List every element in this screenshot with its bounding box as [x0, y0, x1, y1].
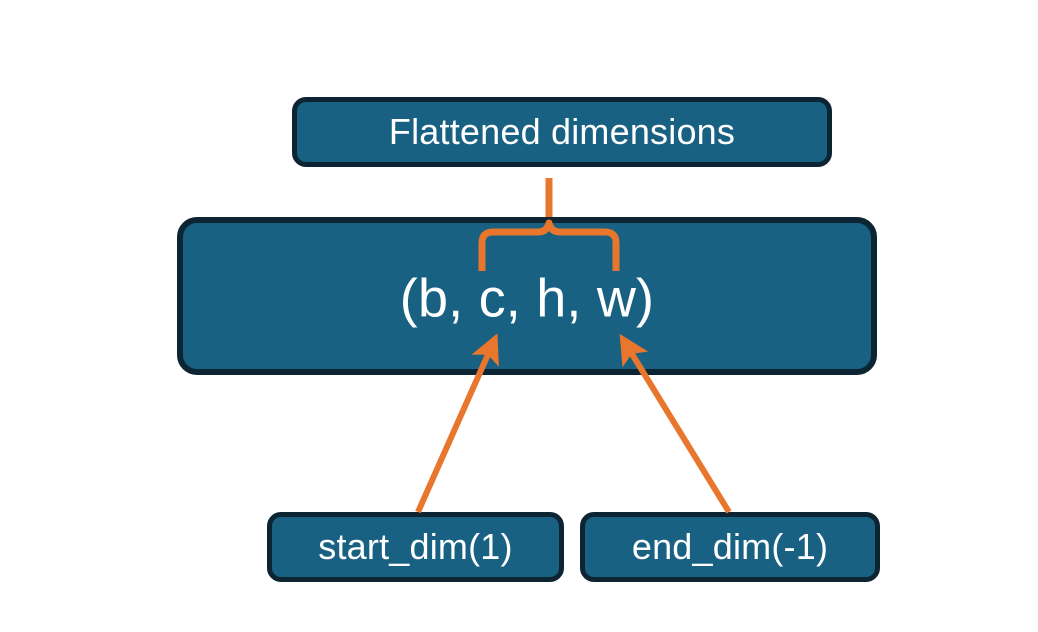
node-flattened-dimensions-label: Flattened dimensions	[388, 111, 736, 152]
node-start-dim[interactable]: start_dim(1)	[267, 512, 564, 582]
node-tensor-shape[interactable]: (b, c, h, w)	[177, 217, 877, 375]
node-end-dim[interactable]: end_dim(-1)	[580, 512, 880, 582]
node-tensor-shape-label: (b, c, h, w)	[399, 268, 655, 329]
node-start-dim-label: start_dim(1)	[318, 526, 513, 567]
node-end-dim-label: end_dim(-1)	[631, 526, 829, 567]
node-flattened-dimensions[interactable]: Flattened dimensions	[292, 97, 832, 167]
